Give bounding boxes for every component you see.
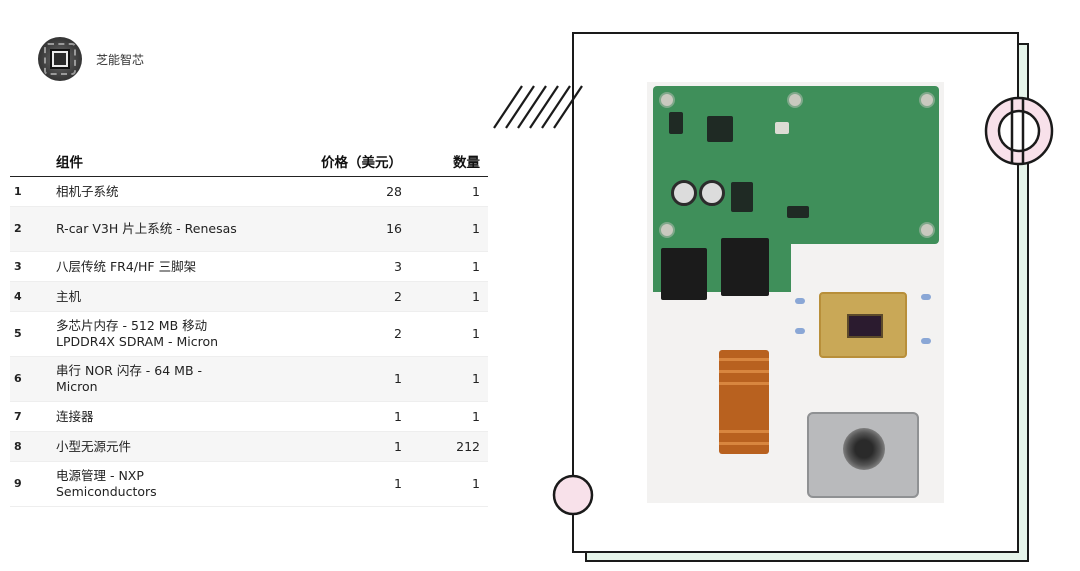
flex-stripe — [719, 382, 769, 385]
row-qty: 1 — [410, 356, 488, 402]
ic-chip-small — [787, 206, 809, 218]
avatar[interactable] — [38, 37, 82, 81]
table-row: 5 多芯片内存 - 512 MB 移动 LPDDR4X SDRAM - Micr… — [10, 311, 488, 357]
mount-hole — [659, 222, 675, 238]
brand: 芝能智芯 — [38, 37, 144, 81]
connector — [721, 238, 769, 296]
screw — [795, 298, 805, 304]
flex-cable — [719, 350, 769, 454]
power-inductor — [731, 182, 753, 212]
row-component: 串行 NOR 闪存 - 64 MB - Micron — [48, 356, 254, 402]
row-component: R-car V3H 片上系统 - Renesas — [48, 206, 254, 252]
row-index: 2 — [10, 206, 48, 252]
table-row: 8 小型无源元件 1 212 — [10, 431, 488, 462]
row-qty: 1 — [410, 206, 488, 252]
chip-pins — [44, 43, 76, 75]
row-component: 相机子系统 — [48, 176, 254, 207]
row-price: 3 — [254, 251, 410, 282]
row-price: 1 — [254, 356, 410, 402]
lens-holder — [807, 412, 919, 498]
screw — [921, 338, 931, 344]
flex-stripe — [719, 430, 769, 433]
header-price: 价格（美元） — [254, 146, 410, 177]
ic-label — [775, 122, 789, 134]
camera-module-photo — [647, 82, 944, 503]
screw — [795, 328, 805, 334]
pcb-board — [653, 86, 939, 244]
row-index: 4 — [10, 281, 48, 312]
brand-name: 芝能智芯 — [96, 52, 145, 67]
flex-stripe — [719, 370, 769, 373]
row-index: 1 — [10, 176, 48, 207]
row-component: 八层传统 FR4/HF 三脚架 — [48, 251, 254, 282]
row-component: 多芯片内存 - 512 MB 移动 LPDDR4X SDRAM - Micron — [48, 311, 254, 357]
table-row: 6 串行 NOR 闪存 - 64 MB - Micron 1 1 — [10, 356, 488, 402]
mount-hole — [919, 92, 935, 108]
header-qty: 数量 — [410, 146, 488, 177]
table-row: 7 连接器 1 1 — [10, 401, 488, 432]
row-qty: 1 — [410, 311, 488, 357]
table-row: 2 R-car V3H 片上系统 - Renesas 16 1 — [10, 206, 488, 252]
row-component: 主机 — [48, 281, 254, 312]
ring-decoration-icon — [984, 96, 1054, 166]
row-component: 连接器 — [48, 401, 254, 432]
circle-decoration-icon — [552, 474, 594, 516]
header-component: 组件 — [48, 146, 254, 177]
flex-stripe — [719, 442, 769, 445]
row-index: 3 — [10, 251, 48, 282]
row-component: 小型无源元件 — [48, 431, 254, 462]
connector — [661, 248, 707, 300]
capacitor — [671, 180, 697, 206]
flex-stripe — [719, 358, 769, 361]
chip-core — [54, 53, 66, 65]
row-index: 6 — [10, 356, 48, 402]
row-qty: 1 — [410, 461, 488, 507]
row-index: 9 — [10, 461, 48, 507]
row-price: 1 — [254, 461, 410, 507]
mount-hole — [659, 92, 675, 108]
mount-hole — [787, 92, 803, 108]
row-price: 2 — [254, 281, 410, 312]
row-qty: 1 — [410, 251, 488, 282]
row-price: 2 — [254, 311, 410, 357]
inductor — [669, 112, 683, 134]
image-sensor-board — [819, 292, 907, 358]
row-qty: 1 — [410, 176, 488, 207]
capacitor — [699, 180, 725, 206]
row-index: 7 — [10, 401, 48, 432]
row-index: 5 — [10, 311, 48, 357]
header-index — [10, 146, 48, 177]
row-qty: 1 — [410, 401, 488, 432]
table-row: 1 相机子系统 28 1 — [10, 176, 488, 207]
row-price: 16 — [254, 206, 410, 252]
cost-table: 组件 价格（美元） 数量 1 相机子系统 28 1 2 R-car V3H 片上… — [10, 146, 488, 507]
row-component: 电源管理 - NXP Semiconductors — [48, 461, 254, 507]
screw — [921, 294, 931, 300]
ic-chip — [707, 116, 733, 142]
table-row: 4 主机 2 1 — [10, 281, 488, 312]
lens — [843, 428, 885, 470]
table-row: 3 八层传统 FR4/HF 三脚架 3 1 — [10, 251, 488, 282]
row-index: 8 — [10, 431, 48, 462]
row-price: 1 — [254, 401, 410, 432]
image-sensor — [847, 314, 883, 338]
table-row: 9 电源管理 - NXP Semiconductors 1 1 — [10, 461, 488, 507]
hatch-decoration-icon — [493, 85, 583, 129]
row-qty: 212 — [410, 431, 488, 462]
table-header-row: 组件 价格（美元） 数量 — [10, 146, 488, 177]
row-price: 28 — [254, 176, 410, 207]
mount-hole — [919, 222, 935, 238]
row-price: 1 — [254, 431, 410, 462]
row-qty: 1 — [410, 281, 488, 312]
